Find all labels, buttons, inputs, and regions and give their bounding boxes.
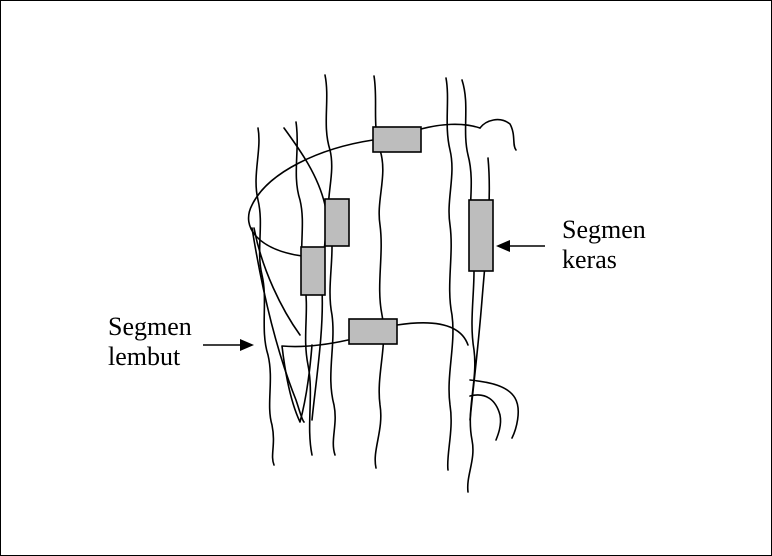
hard-segment-block <box>325 199 349 246</box>
hard-segment-label-line2: keras <box>562 245 646 275</box>
polymer-chain <box>446 78 453 470</box>
hard-segment-block <box>301 247 325 295</box>
chain-loop <box>249 140 373 256</box>
chain-loop <box>397 323 468 345</box>
hard-segment-label: Segmen keras <box>562 215 646 275</box>
soft-segment-label-line2: lembut <box>108 342 192 372</box>
chain-loop <box>480 120 516 150</box>
chain-loop <box>470 395 501 440</box>
hard-segments <box>301 127 493 344</box>
hard-segment-block <box>373 127 421 152</box>
chain-loop <box>254 228 300 335</box>
polymer-chain <box>325 75 335 455</box>
chain-loop <box>470 380 518 438</box>
hard-segment-label-line1: Segmen <box>562 215 646 245</box>
soft-segment-label-line1: Segmen <box>108 312 192 342</box>
polymer-chain <box>462 80 475 492</box>
chain-loop <box>282 340 348 422</box>
hard-segment-block <box>469 200 493 271</box>
hard-segment-arrow <box>496 240 545 252</box>
soft-segment-label: Segmen lembut <box>108 312 192 372</box>
soft-segment-arrow <box>203 339 254 351</box>
hard-segment-block <box>349 319 397 344</box>
chain-loop <box>421 124 480 129</box>
